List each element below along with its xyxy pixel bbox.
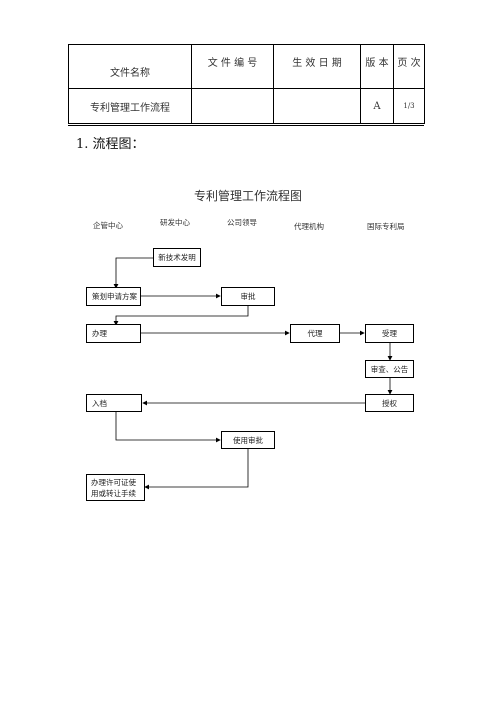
node-new-invention: 新技术发明	[153, 248, 201, 267]
node-approve: 审批	[221, 287, 275, 306]
doc-number-value	[191, 88, 274, 124]
lane-label-enterprise-management: 企管中心	[93, 221, 123, 230]
connector-invention-to-plan	[113, 257, 153, 289]
lane-label-rd-center: 研发中心	[160, 218, 190, 227]
flowchart-title: 专利管理工作流程图	[193, 189, 302, 203]
lane-label-agency: 代理机构	[294, 222, 324, 231]
node-file: 入档	[86, 394, 142, 412]
doc-name-header: 文件名称	[68, 44, 192, 89]
page-header: 页 次	[393, 44, 425, 89]
node-grant: 授权	[365, 394, 414, 412]
lane-label-company-leadership: 公司领导	[227, 218, 257, 227]
node-accept: 受理	[365, 324, 414, 343]
node-agent: 代理	[290, 324, 340, 343]
node-plan-application: 策划申请方案	[86, 287, 141, 306]
page-value: 1/3	[393, 88, 425, 124]
connector-use-approval-to-license	[144, 449, 249, 490]
version-value: A	[360, 88, 394, 124]
document-header-table: 文件名称 文 件 编 号 生 效 日 期 版 本 页 次 专利管理工作流程 A …	[68, 44, 425, 124]
effective-date-value	[273, 88, 361, 124]
lane-label-patent-office: 国际专利局	[367, 222, 405, 231]
node-review-publish: 审查、公告	[365, 360, 414, 378]
node-license-transfer-line2: 用或转让手续	[91, 488, 136, 498]
section-title: 1. 流程图：	[76, 137, 145, 152]
doc-name-value: 专利管理工作流程	[68, 88, 192, 124]
node-use-approval: 使用审批	[221, 431, 275, 449]
node-license-transfer: 办理许可证使 用或转让手续	[86, 474, 145, 501]
node-handle: 办理	[86, 324, 141, 343]
node-license-transfer-line1: 办理许可证使	[91, 477, 136, 487]
connector-approve-to-handle	[113, 306, 249, 326]
connector-file-to-use-approval	[115, 411, 221, 443]
header-divider	[68, 125, 424, 126]
